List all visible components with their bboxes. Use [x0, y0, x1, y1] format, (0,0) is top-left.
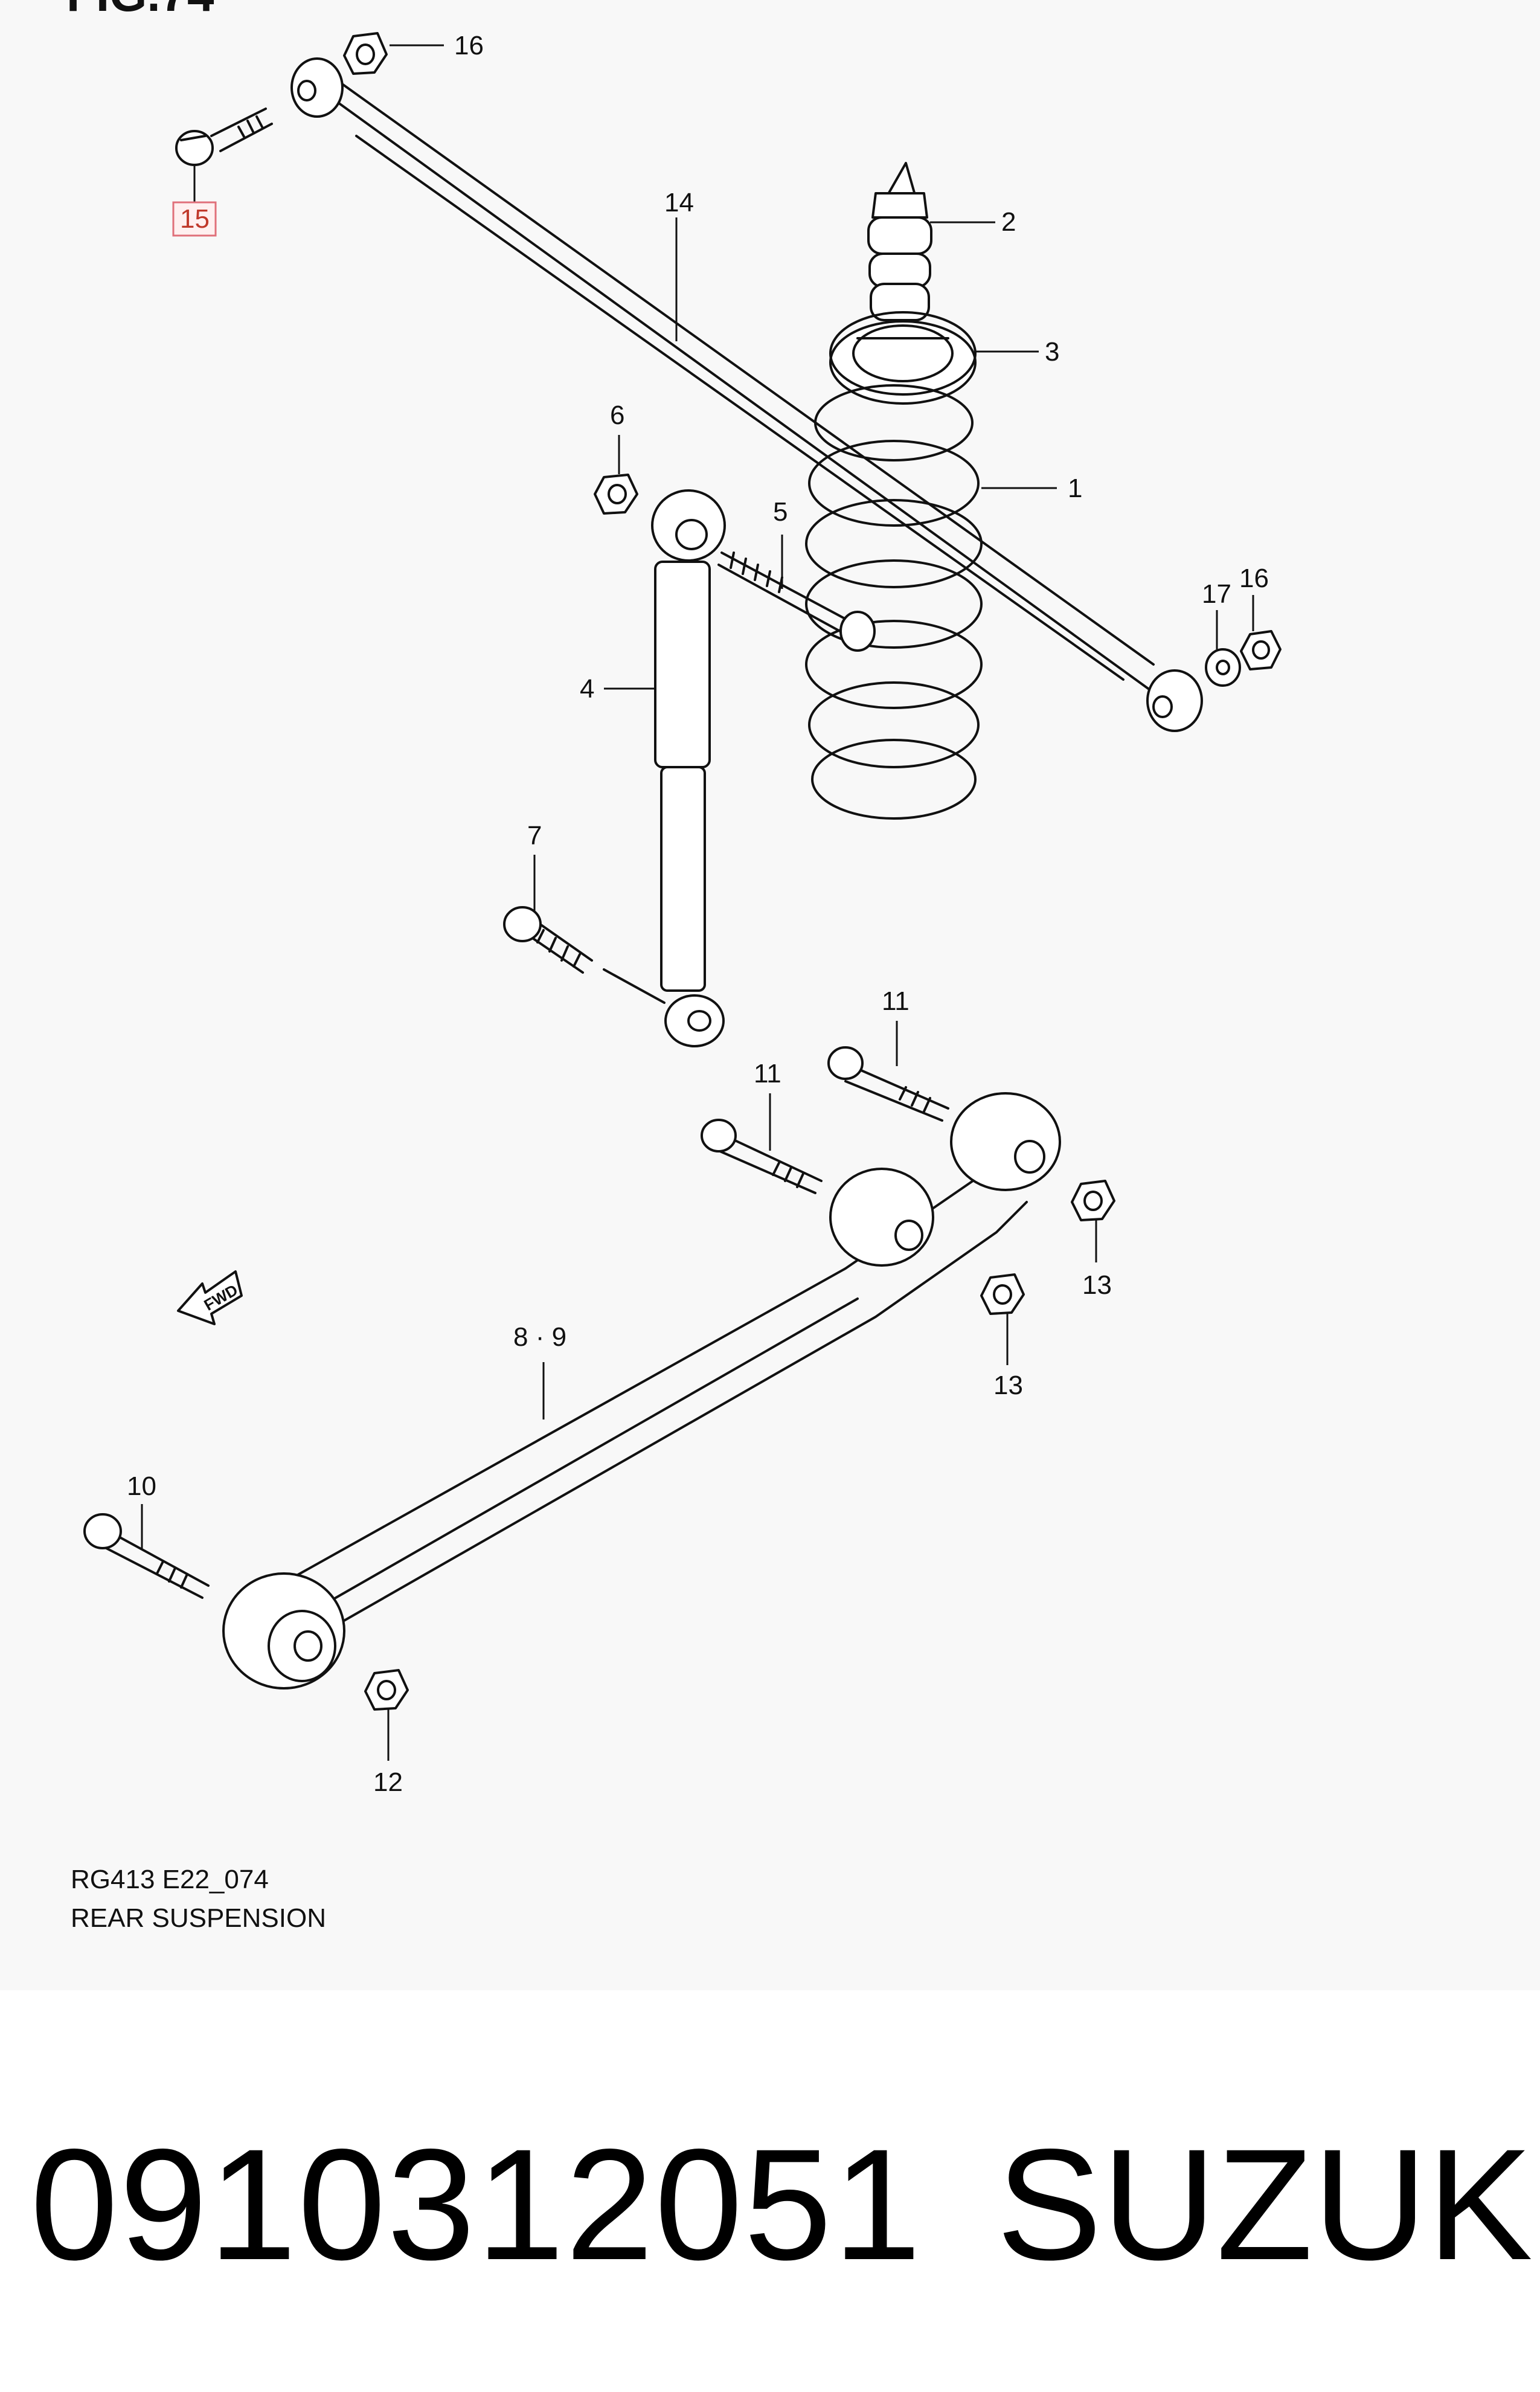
callout-16-right: 16	[1239, 564, 1269, 593]
callout-8-9: 8 · 9	[513, 1322, 566, 1352]
spring-seat	[829, 311, 977, 405]
nut-13-lower	[980, 1273, 1025, 1315]
nut-12	[364, 1669, 409, 1711]
bolt-15	[175, 108, 273, 166]
nut-6	[594, 474, 638, 515]
callout-2: 2	[1001, 207, 1016, 237]
caption-code: RG413 E22_074	[71, 1865, 269, 1894]
leader-lines	[141, 44, 1254, 1761]
nut-16-top	[343, 32, 388, 75]
bolt-10	[83, 1513, 210, 1599]
callout-1: 1	[1068, 474, 1082, 503]
figure-heading: FIG.74	[66, 0, 214, 21]
highlight-box-15	[172, 201, 217, 237]
callout-13-upper: 13	[1082, 1270, 1112, 1300]
nut-13-upper	[1071, 1180, 1115, 1221]
callout-14: 14	[664, 188, 694, 217]
shock-absorber	[651, 489, 726, 1047]
trailing-arm	[222, 1092, 1061, 1690]
callout-5: 5	[773, 497, 788, 527]
callout-16-top: 16	[454, 31, 484, 60]
washer-17	[1205, 648, 1241, 687]
lateral-rod	[290, 57, 1203, 732]
callout-6: 6	[610, 400, 624, 430]
bolt-11-lower	[701, 1119, 823, 1194]
coil-spring	[805, 384, 983, 820]
bump-stopper	[867, 162, 932, 321]
caption-title: REAR SUSPENSION	[71, 1903, 326, 1933]
exploded-parts-diagram: FIG.74	[66, 0, 1282, 1797]
bolt-7	[503, 906, 666, 1004]
callout-13-lower: 13	[993, 1371, 1023, 1400]
callout-15: 15	[180, 204, 210, 234]
callout-10: 10	[127, 1471, 156, 1501]
callout-4: 4	[580, 674, 594, 704]
part-number: 0910312051	[30, 2116, 923, 2293]
callout-7: 7	[527, 821, 542, 850]
forward-direction-arrow: FWD	[177, 1270, 243, 1325]
callout-3: 3	[1045, 337, 1059, 367]
diagram-panel: FIG.74	[66, 0, 1282, 1938]
brand-name: SUZUKI	[996, 2116, 1540, 2293]
bolt-5	[717, 551, 876, 652]
callout-17: 17	[1202, 579, 1231, 609]
callout-11-lower: 11	[754, 1059, 781, 1088]
diagram-caption: RG413 E22_074 REAR SUSPENSION	[71, 1860, 326, 1938]
part-banner: 0910312051 SUZUKI	[30, 2114, 1540, 2295]
callout-12: 12	[373, 1767, 403, 1797]
nut-16-right	[1240, 630, 1282, 670]
bolt-11-upper	[827, 1046, 949, 1122]
callout-11-upper: 11	[882, 986, 910, 1016]
